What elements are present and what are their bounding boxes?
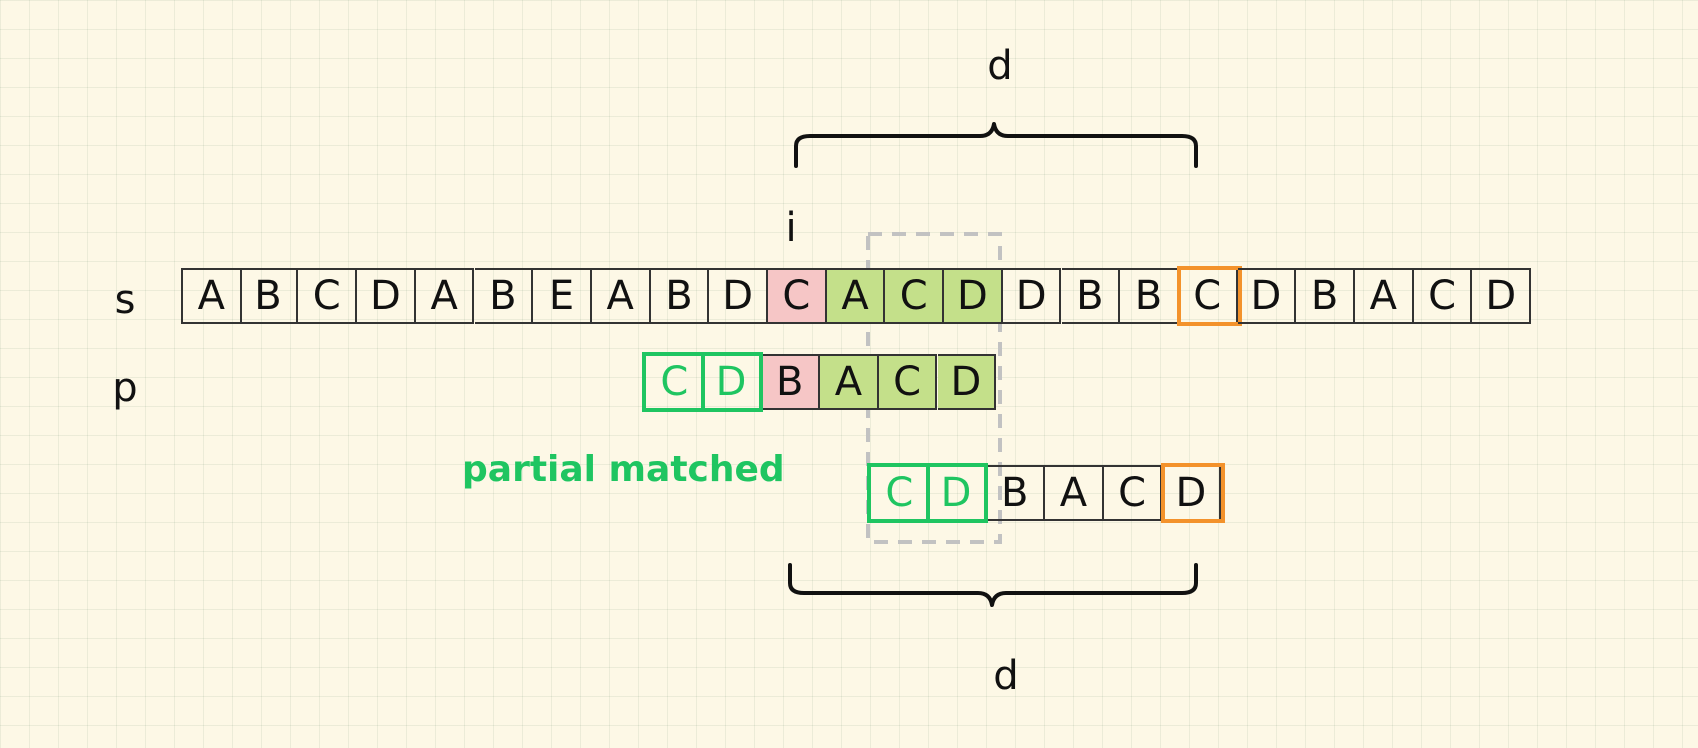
s-cell: D <box>709 268 768 324</box>
bottom-brace <box>788 563 1198 607</box>
s-cell: E <box>533 268 592 324</box>
s-cell: C <box>768 268 827 324</box>
s-cell: B <box>1061 268 1121 324</box>
p-cell: C <box>878 354 938 410</box>
partial-matched-note: partial matched <box>462 449 785 490</box>
s-cell: A <box>591 268 651 324</box>
top-brace <box>794 122 1198 168</box>
s-cell: B <box>239 268 299 324</box>
label-d-top: d <box>987 43 1013 89</box>
p-cell: C <box>644 354 705 410</box>
s-cell: D <box>357 268 416 324</box>
label-p: p <box>112 365 138 411</box>
s-cell: C <box>885 268 945 324</box>
s-cell: B <box>1296 268 1355 324</box>
s-cell: A <box>826 268 886 324</box>
s-cell: B <box>474 268 534 324</box>
p-shifted-cell: D <box>927 465 987 521</box>
s-cell: D <box>944 268 1003 324</box>
p-shifted-cell: D <box>1162 465 1222 521</box>
p-cell: A <box>820 354 879 410</box>
label-i: i <box>785 205 797 251</box>
p-cell: D <box>702 354 762 410</box>
s-cell: C <box>298 268 358 324</box>
s-cell: D <box>1472 268 1532 324</box>
s-cell: A <box>1355 268 1414 324</box>
label-d-bottom: d <box>993 653 1019 699</box>
s-cell: C <box>1413 268 1473 324</box>
s-cell: D <box>1237 268 1297 324</box>
label-s: s <box>114 277 136 323</box>
p-cell: D <box>937 354 997 410</box>
p-cell: B <box>761 354 821 410</box>
p-shifted-cell: C <box>1103 465 1163 521</box>
s-cell: A <box>181 268 242 324</box>
s-cell: D <box>1002 268 1062 324</box>
s-cell: B <box>1120 268 1179 324</box>
s-cell: B <box>650 268 710 324</box>
s-cell: C <box>1178 268 1238 324</box>
p-shifted-cell: A <box>1045 465 1104 521</box>
p-shifted-cell: C <box>869 465 930 521</box>
p-shifted-cell: B <box>986 465 1046 521</box>
s-cell: A <box>415 268 475 324</box>
